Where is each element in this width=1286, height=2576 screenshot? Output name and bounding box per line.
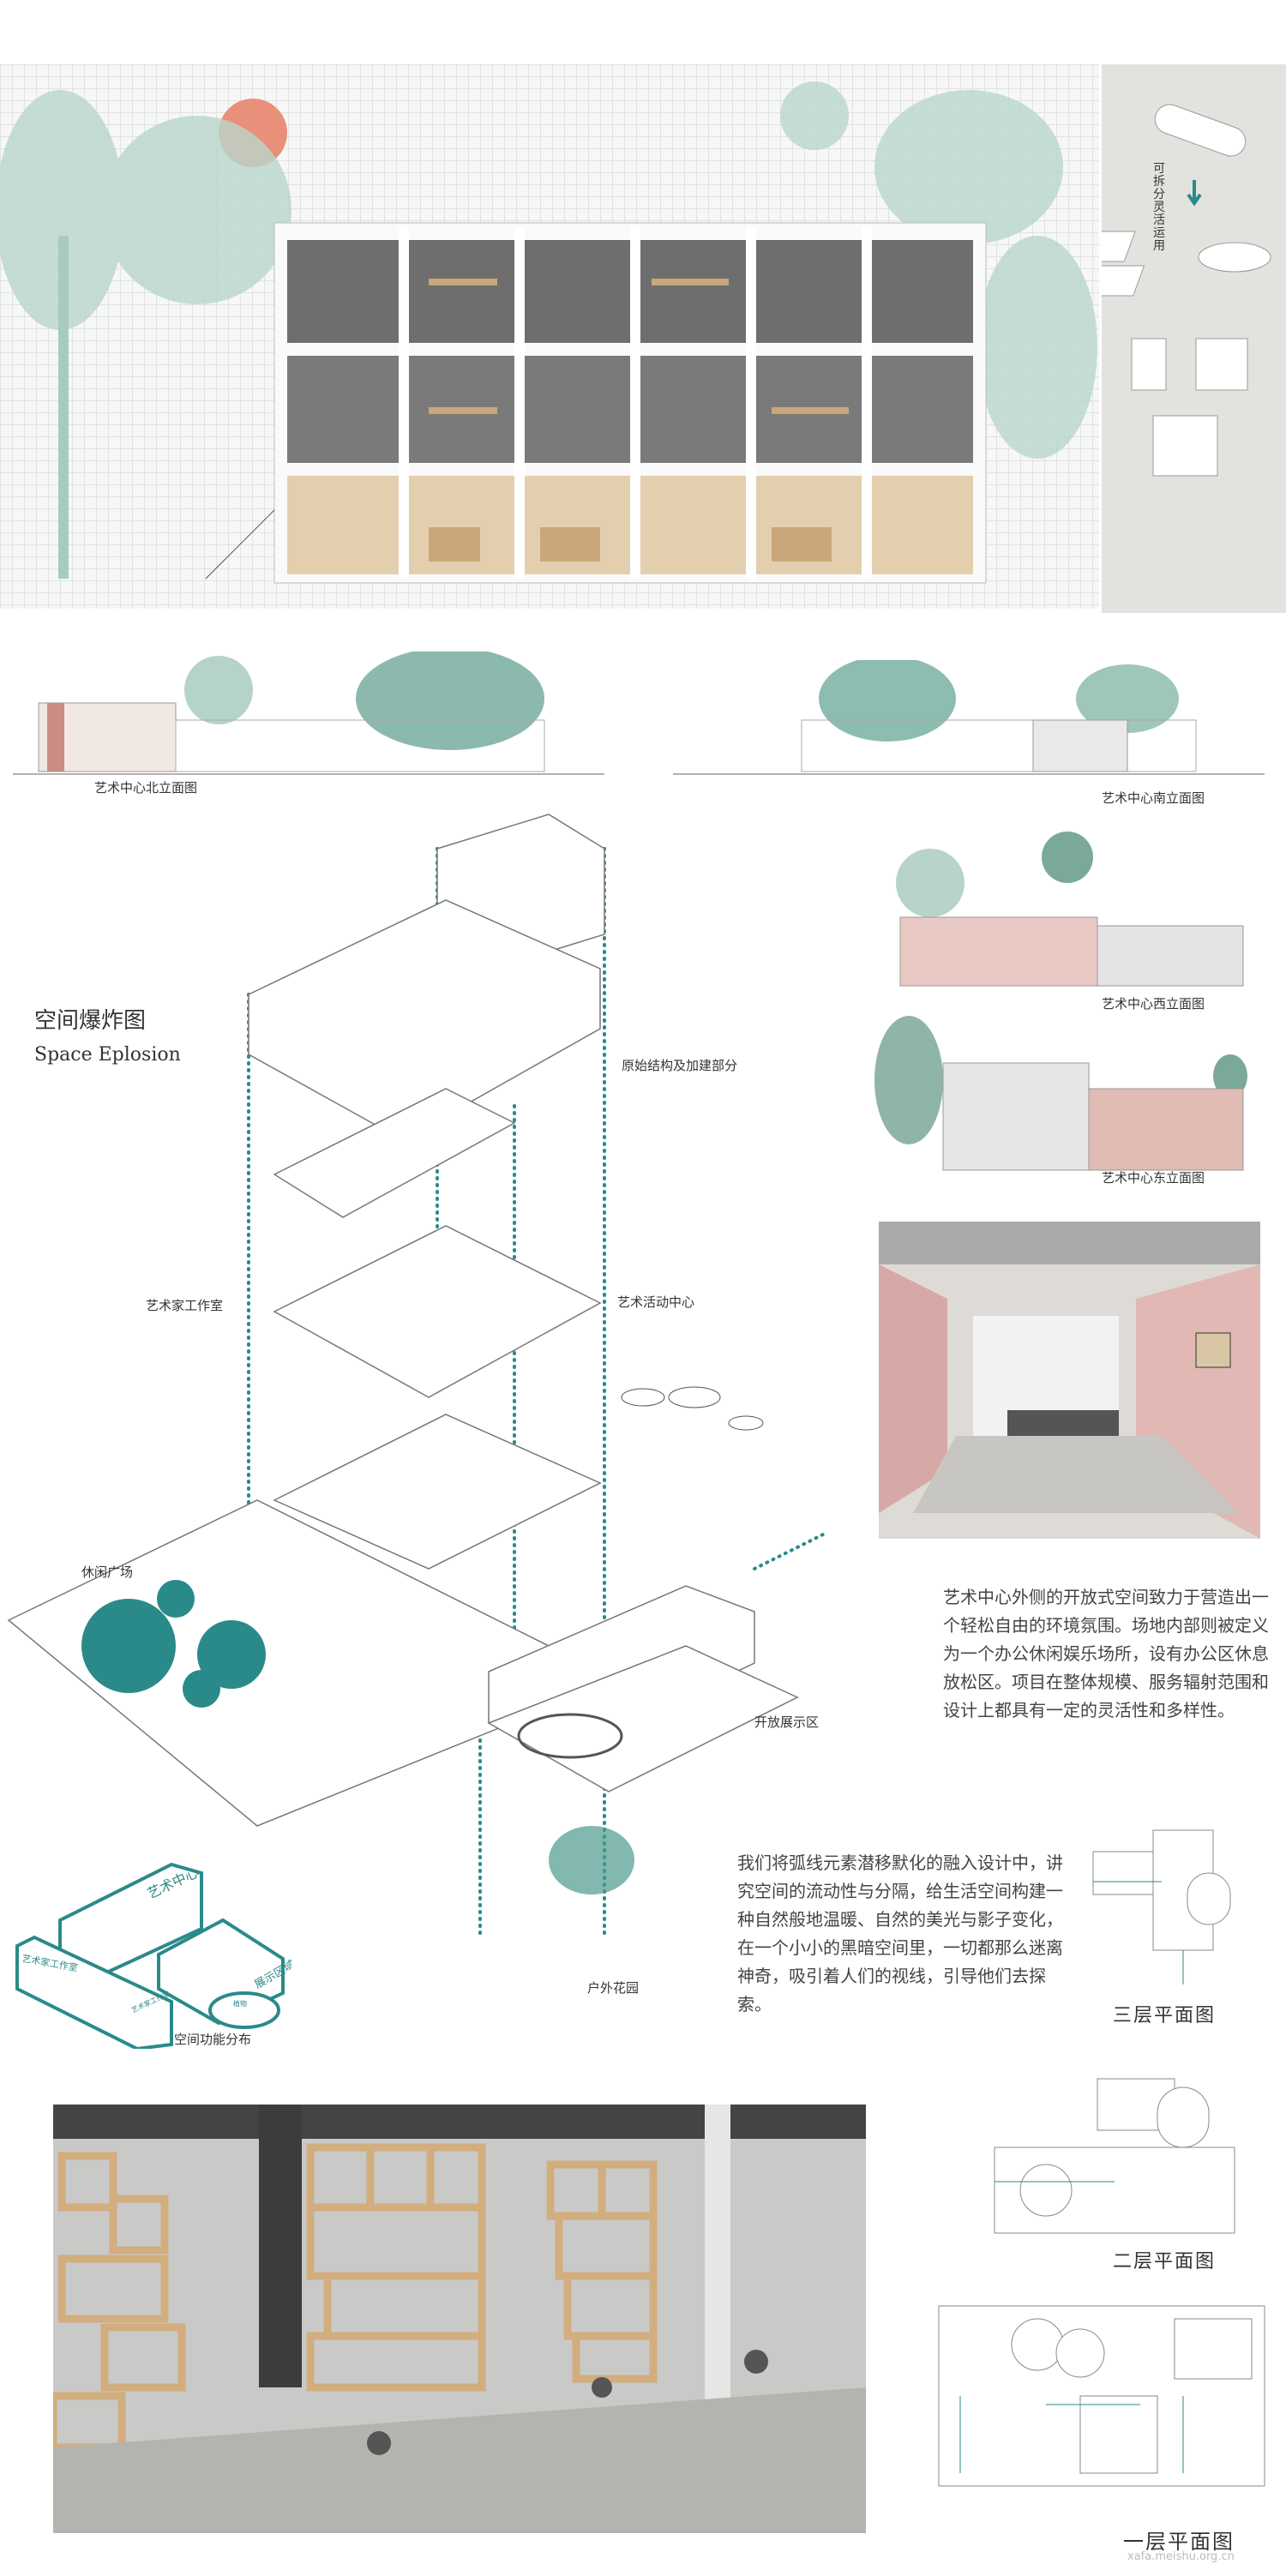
label-garden: 户外花园 [587, 1980, 640, 1996]
label-studio: 艺术家工作室 [146, 1298, 224, 1313]
third-floor-plan [1092, 1829, 1231, 1985]
watermark: xafa.meishu.org.cn [1127, 2550, 1235, 2563]
explosion-title-cn: 空间爆炸图 [34, 1008, 147, 1034]
section-rendering [0, 64, 1099, 609]
east-elevation-label: 艺术中心东立面图 [1102, 1170, 1205, 1186]
function-title: 空间功能分布 [174, 2032, 252, 2047]
west-elevation-label: 艺术中心西立面图 [1102, 996, 1205, 1012]
label-plaza: 休闲广场 [81, 1564, 134, 1580]
interior-shelf-rendering [49, 2105, 866, 2533]
furniture-caption: 可拆分灵活运用 [1153, 162, 1165, 253]
label-activity: 艺术活动中心 [617, 1294, 695, 1310]
description-paragraph-2: 我们将弧线元素潜移默化的融入设计中，讲究空间的流动性与分隔，给生活空间构建一种自… [737, 1852, 1063, 2015]
explosion-diagram [7, 814, 825, 1939]
north-elevation [13, 647, 604, 776]
explosion-title-en: Space Eplosion [34, 1044, 181, 1066]
label-structure: 原始结构及加建部分 [622, 1058, 738, 1073]
south-elevation-label: 艺术中心南立面图 [1102, 790, 1205, 806]
section-drawing [0, 81, 1097, 584]
east-elevation [866, 1012, 1260, 1174]
third-floor-label: 三层平面图 [1113, 2005, 1217, 2027]
description-paragraph-1: 艺术中心外侧的开放式空间致力于营造出一个轻松自由的环境氛围。场地内部则被定义为一… [943, 1587, 1269, 1720]
furniture-diagram [1076, 104, 1271, 477]
second-floor-plan [994, 2078, 1235, 2234]
south-elevation [673, 656, 1265, 776]
furniture-panel: 可拆分灵活运用 [1076, 64, 1286, 613]
west-elevation [883, 823, 1260, 990]
shelf-grid [49, 2143, 658, 2452]
first-floor-plan [938, 2305, 1265, 2487]
function-boxes: 艺术中心 艺术家工作室 艺术家工作室 展示区域 植物 [15, 1862, 291, 2049]
arrow-down-icon [1187, 180, 1202, 207]
box-label: 植物 [233, 1999, 247, 2008]
north-elevation-label: 艺术中心北立面图 [94, 780, 198, 796]
first-floor-label: 一层平面图 [1123, 2530, 1235, 2554]
interior-rendering [879, 1222, 1260, 1539]
label-exhibit: 开放展示区 [754, 1714, 820, 1730]
second-floor-label: 二层平面图 [1113, 2251, 1217, 2273]
trees [0, 81, 1097, 459]
plaza-circles [81, 1580, 266, 1708]
